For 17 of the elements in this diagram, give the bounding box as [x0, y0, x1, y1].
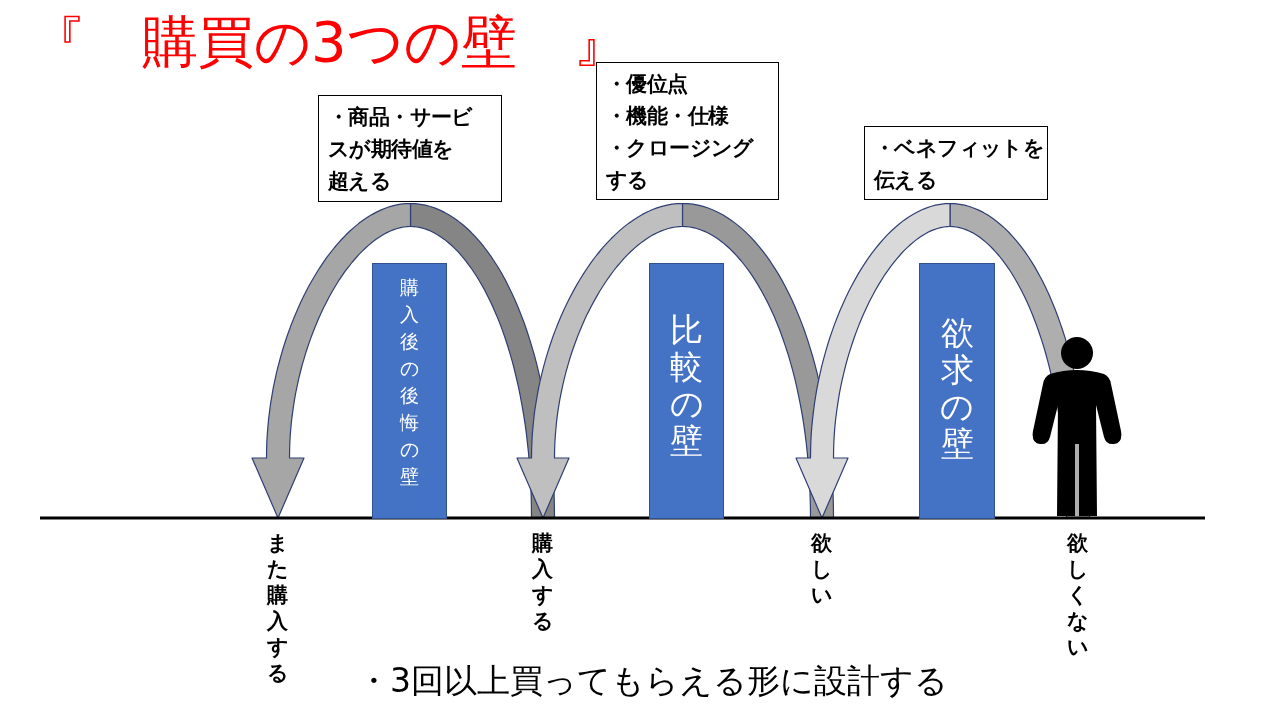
wall-bar: 購入後の後悔の壁	[372, 263, 447, 519]
callout-text: ・クロージングする	[606, 135, 754, 194]
callout-box	[318, 95, 502, 202]
wall-bar: 欲求の壁	[919, 263, 995, 519]
callout-box	[864, 126, 1048, 200]
note-text: ・3回以上買ってもらえる形に設計する	[357, 664, 948, 697]
wall-bar: 比較の壁	[649, 263, 724, 519]
callout-text: ・優位点	[606, 71, 688, 98]
title: 『 購買の3つの壁 』	[30, 14, 629, 70]
stage-label: 欲しい	[811, 530, 833, 608]
callout-text: ・ベネフィットを伝える	[874, 135, 1045, 194]
stage-label: 欲しくない	[1067, 530, 1089, 660]
callout-text: ・機能・仕様	[606, 103, 729, 130]
callout-box	[596, 62, 779, 200]
stage-label: 購入する	[532, 530, 554, 634]
callout-text: ・商品・サービスが期待値を超える	[328, 104, 473, 195]
stage-label: また購入する	[267, 530, 289, 686]
